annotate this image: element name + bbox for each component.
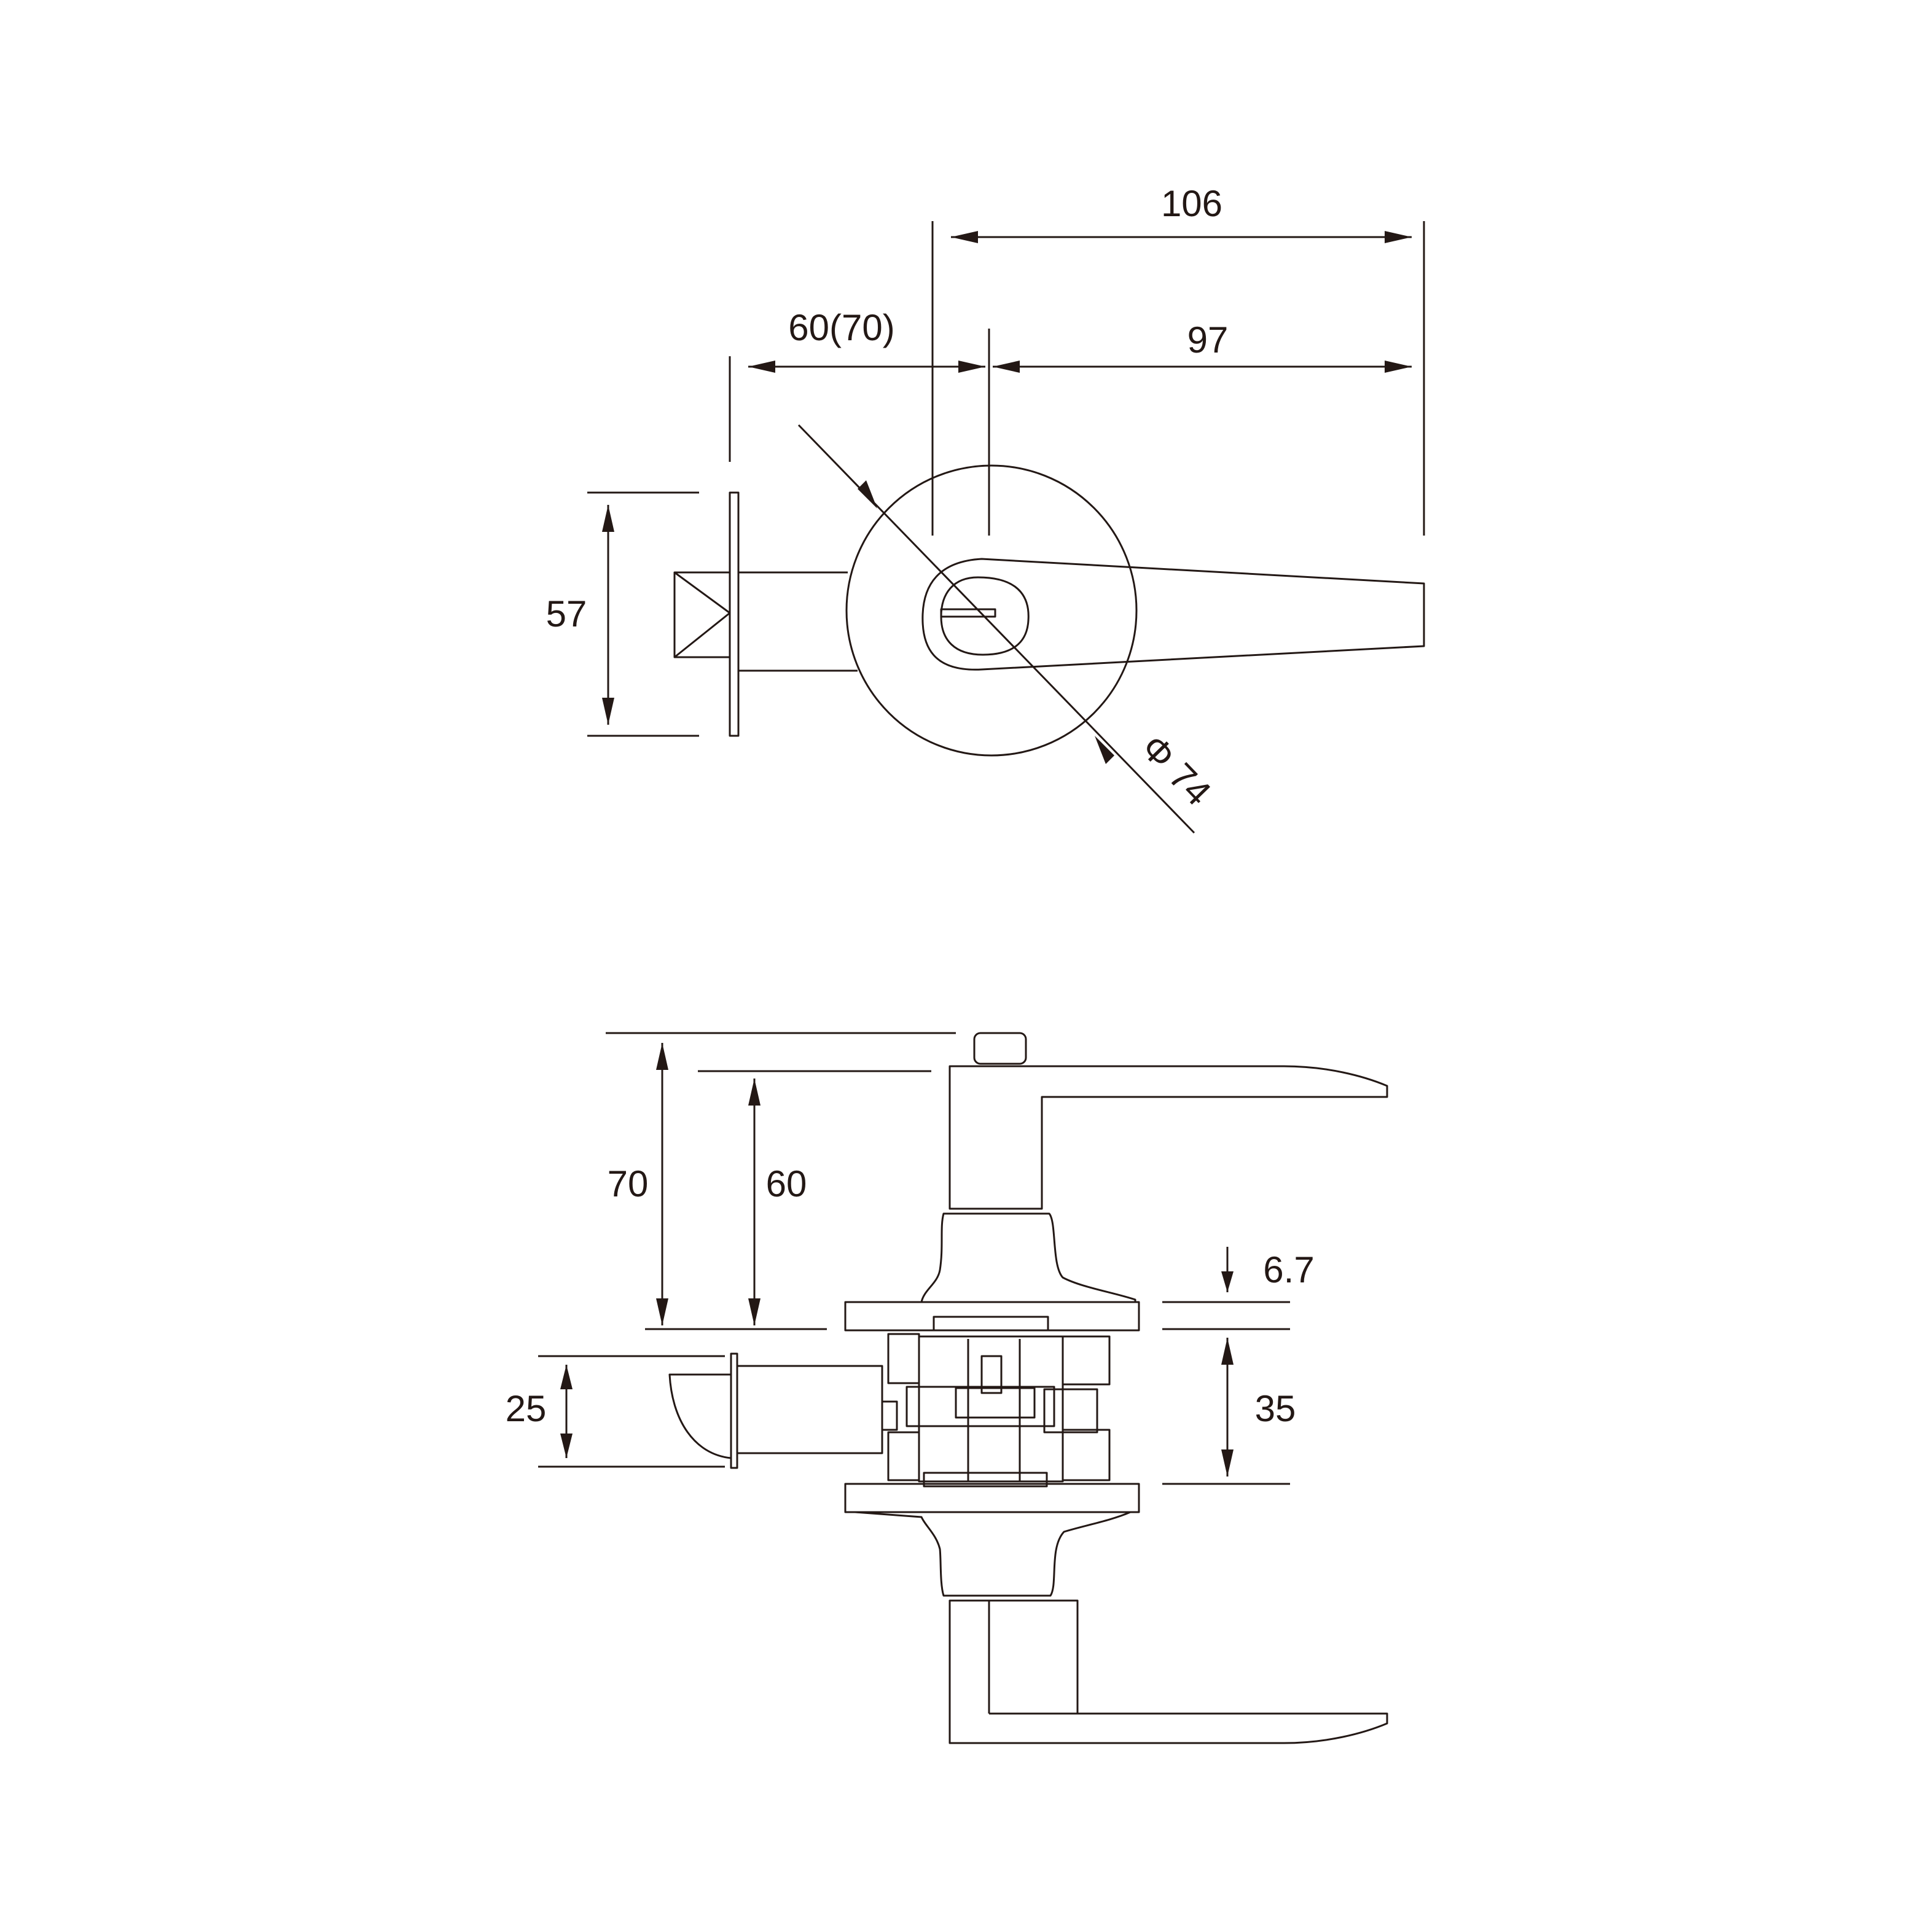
- arrowhead: [748, 1298, 761, 1325]
- dimension-label: 97: [1187, 319, 1229, 361]
- chassis-block: [1062, 1335, 1111, 1386]
- thumb-turn-button: [973, 1032, 1027, 1065]
- arrowhead: [1221, 1449, 1234, 1477]
- dimension-label: 6.7: [1263, 1249, 1314, 1290]
- chassis-block: [1062, 1429, 1111, 1481]
- keyway-slot: [940, 608, 996, 618]
- top-view: 106 60(70) 97 57: [546, 183, 1425, 834]
- lever-handle: [921, 558, 1425, 671]
- latch-face-plate: [729, 491, 740, 737]
- arrowhead: [1221, 1338, 1234, 1365]
- latch-bolt-bevel: [674, 571, 731, 658]
- chassis-block: [887, 1431, 920, 1481]
- spindle-housing: [1043, 1388, 1098, 1434]
- upper-spacer: [933, 1316, 1049, 1332]
- dimension-backset-long: 70: [608, 1043, 668, 1325]
- arrowhead: [748, 361, 775, 373]
- arrowhead: [748, 1079, 761, 1106]
- dimension-label: 70: [608, 1163, 649, 1204]
- dimension-overall-length: 106: [951, 183, 1412, 243]
- dimension-backset: 60(70): [748, 307, 985, 373]
- dimension-backset-short: 60: [748, 1079, 807, 1325]
- arrowhead: [1385, 361, 1412, 373]
- side-view: 70 60 6.7 35 25: [506, 1032, 1388, 1744]
- latch-bolt: [668, 1373, 732, 1459]
- arrowhead: [656, 1298, 668, 1325]
- latch-bolt: [673, 571, 731, 658]
- dimension-label: 106: [1161, 183, 1222, 224]
- lower-rose: [854, 1511, 1132, 1597]
- dimension-latch-height: 57: [546, 505, 614, 725]
- arrowhead: [1095, 736, 1114, 764]
- dimension-label: 57: [546, 593, 587, 634]
- lower-rose-plate: [844, 1483, 1140, 1513]
- lower-spacer: [923, 1472, 1048, 1488]
- dimension-label: 35: [1255, 1388, 1296, 1429]
- latch-driver: [881, 1400, 898, 1431]
- dimension-label: 60: [766, 1163, 807, 1204]
- spindle-housing: [905, 1386, 1055, 1427]
- dimension-door-thickness: 35: [1221, 1338, 1296, 1477]
- spindle: [955, 1387, 1036, 1419]
- dimension-label: 25: [506, 1388, 547, 1429]
- upper-rose: [920, 1212, 1136, 1303]
- rose: [845, 464, 1138, 757]
- arrowhead: [958, 361, 985, 373]
- arrowhead: [1385, 231, 1412, 243]
- arrowhead: [656, 1043, 668, 1070]
- arrowhead: [1221, 1271, 1234, 1292]
- key-cylinder: [940, 576, 1030, 656]
- lower-lever: [948, 1599, 1388, 1744]
- arrowhead: [602, 698, 614, 725]
- chassis-frame: [918, 1335, 1064, 1483]
- dimension-label: Φ 74: [1133, 727, 1219, 813]
- chassis-block: [887, 1333, 920, 1384]
- spindle-slot: [980, 1355, 1003, 1394]
- upper-lever: [948, 1065, 1388, 1210]
- arrowhead: [951, 231, 978, 243]
- arrowhead: [858, 480, 877, 509]
- latch-mechanism: [881, 1333, 1111, 1483]
- dimension-label: 60(70): [788, 307, 894, 348]
- dimension-rose-thickness: 6.7: [1221, 1247, 1315, 1292]
- arrowhead: [560, 1365, 573, 1389]
- arrowhead: [602, 505, 614, 532]
- dimension-lever-length: 97: [993, 319, 1412, 373]
- latch-case: [736, 1365, 883, 1454]
- arrowhead: [993, 361, 1020, 373]
- arrowhead: [560, 1434, 573, 1458]
- dimension-latch-face: 25: [506, 1365, 573, 1458]
